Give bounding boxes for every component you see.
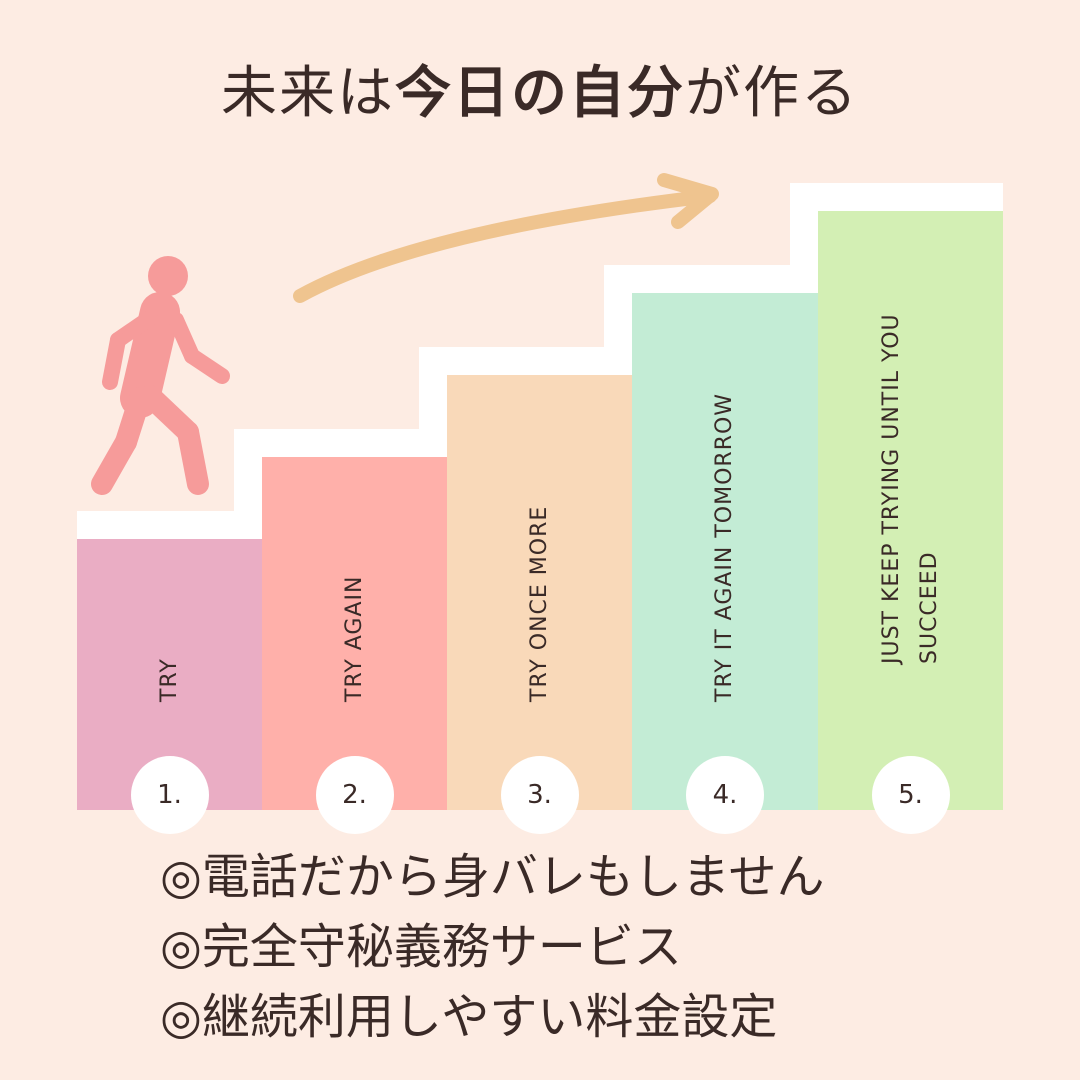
- step-label-5: JUST KEEP TRYING UNTIL YOU SUCCEED: [878, 313, 942, 664]
- step-bar-4: TRY IT AGAIN TOMORROW: [632, 293, 818, 810]
- step-number-3: 3.: [500, 756, 579, 834]
- title-part-2: 今日の自分: [395, 61, 685, 126]
- step-bar-2: TRY AGAIN: [262, 457, 447, 810]
- walking-person-icon: [91, 256, 230, 495]
- step-riser-5: [790, 183, 818, 293]
- step-number-1: 1.: [130, 756, 209, 834]
- step-label-3: TRY ONCE MORE: [526, 505, 552, 702]
- feature-item-1: ◎電話だから身バレもしません: [160, 849, 825, 905]
- title-part-1: 未来は: [221, 61, 395, 126]
- step-cap-5: [790, 183, 1003, 211]
- step-label-4: TRY IT AGAIN TOMORROW: [712, 392, 737, 702]
- title-part-3: が作る: [685, 61, 859, 126]
- step-number-4: 4.: [686, 756, 764, 834]
- feature-item-3: ◎継続利用しやすい料金設定: [160, 989, 778, 1045]
- step-cap-2: [234, 429, 447, 457]
- step-bar-3: TRY ONCE MORE: [447, 375, 632, 810]
- feature-list: ◎電話だから身バレもしません ◎完全守秘義務サービス ◎継続利用しやすい料金設定: [160, 842, 824, 1052]
- step-riser-2: [234, 429, 262, 539]
- step-cap-4: [604, 265, 818, 293]
- step-cap-3: [419, 347, 632, 375]
- feature-item-2: ◎完全守秘義務サービス: [160, 919, 682, 975]
- step-number-2: 2.: [315, 756, 394, 834]
- step-riser-3: [419, 347, 447, 457]
- step-label-2: TRY AGAIN: [341, 575, 367, 702]
- step-number-5: 5.: [871, 756, 950, 834]
- step-riser-4: [604, 265, 632, 375]
- page-title: 未来は今日の自分が作る: [0, 48, 1080, 129]
- curved-arrow-icon: [293, 173, 719, 303]
- step-label-1: TRY: [156, 658, 182, 702]
- step-cap-1: [77, 511, 262, 539]
- step-bar-5: JUST KEEP TRYING UNTIL YOU SUCCEED: [818, 211, 1003, 810]
